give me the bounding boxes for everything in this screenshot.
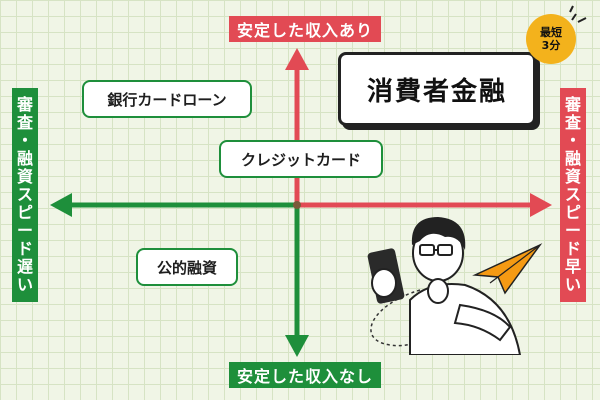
- person-with-phone-illustration: [367, 217, 543, 355]
- left-char: 資: [16, 167, 33, 186]
- left-char: ド: [16, 239, 33, 258]
- left-char: ス: [16, 185, 33, 204]
- left-axis-label: 審 査 ・ 融 資 ス ピ ー ド 遅 い: [12, 88, 38, 302]
- down-arrow-head: [285, 335, 309, 357]
- shortest-time-badge: 最短 3分: [526, 14, 576, 64]
- consumer-finance-title: 消費者金融: [338, 52, 536, 126]
- left-arrow-head: [50, 193, 72, 217]
- right-char: 資: [564, 167, 581, 186]
- left-char: ピ: [16, 203, 33, 222]
- up-arrow-head: [285, 48, 309, 70]
- origin-dot: [293, 201, 301, 209]
- right-char: ド: [564, 239, 581, 258]
- left-char: 遅: [16, 257, 33, 276]
- right-char: 査: [564, 113, 581, 132]
- bottom-axis-label: 安定した収入なし: [229, 362, 382, 388]
- right-arrow-head: [530, 193, 552, 217]
- right-axis-label: 審 査 ・ 融 資 ス ピ ー ド 早 い: [560, 88, 586, 302]
- left-char: 融: [16, 149, 33, 168]
- right-char: 融: [564, 149, 581, 168]
- badge-line1: 最短: [540, 26, 562, 39]
- right-char: ・: [564, 131, 581, 150]
- public-loan-label: 公的融資: [136, 248, 238, 286]
- left-char: い: [16, 275, 33, 294]
- left-char: ー: [16, 221, 33, 240]
- left-char: ・: [16, 131, 33, 150]
- right-char: ー: [564, 221, 581, 240]
- right-char: い: [564, 275, 581, 294]
- left-char: 査: [16, 113, 33, 132]
- badge-line2: 3分: [541, 39, 561, 52]
- right-char: ピ: [564, 203, 581, 222]
- bank-card-loan-label: 銀行カードローン: [82, 80, 252, 118]
- credit-card-label: クレジットカード: [219, 140, 383, 178]
- right-char: ス: [564, 185, 581, 204]
- right-char: 早: [564, 257, 581, 276]
- top-axis-label: 安定した収入あり: [229, 16, 382, 42]
- right-char: 審: [564, 95, 581, 114]
- badge-sparkle-icon: [569, 5, 587, 23]
- left-char: 審: [16, 95, 33, 114]
